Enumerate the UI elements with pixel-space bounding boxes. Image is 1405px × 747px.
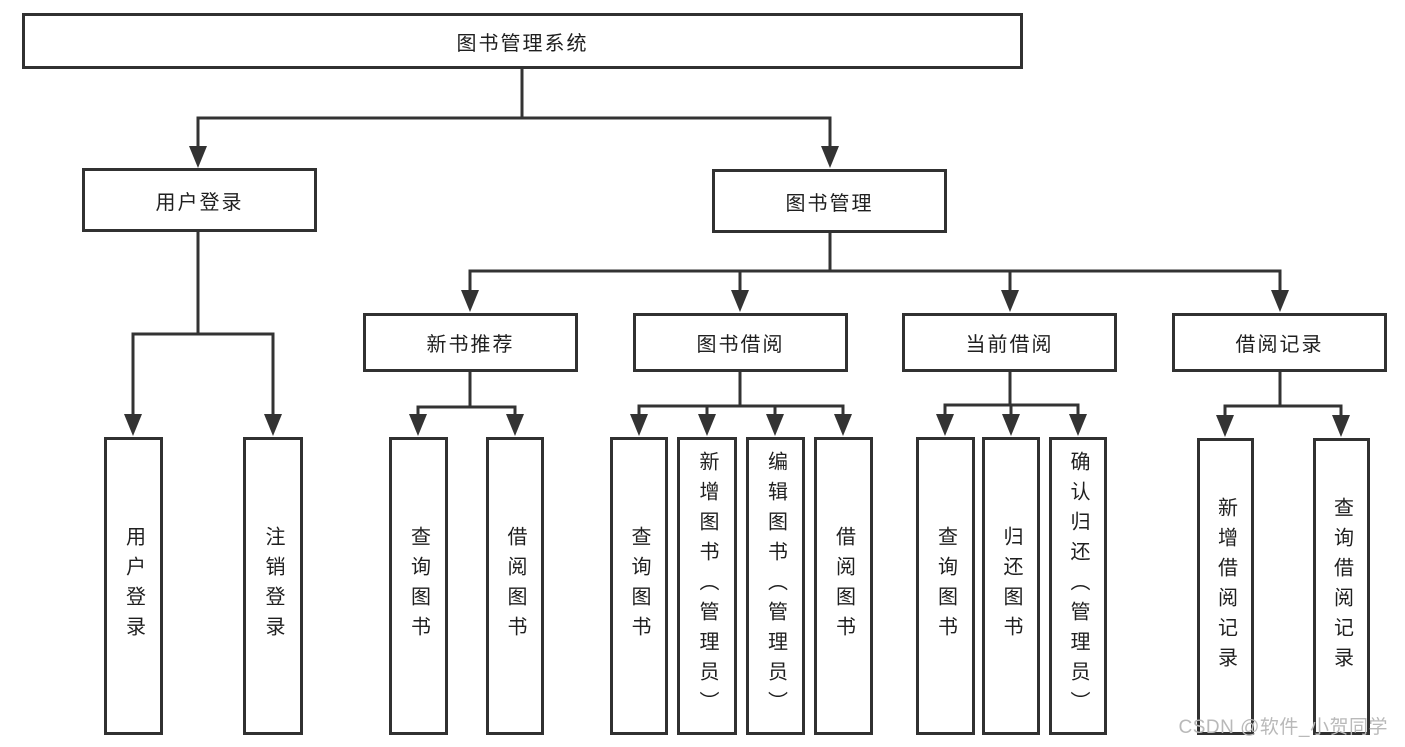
connector-root-to-level2 xyxy=(189,68,839,168)
connector-new-book-group xyxy=(409,372,524,436)
node-new-book-recommend: 新书推荐 xyxy=(363,313,578,372)
leaf-cb-query-book: 查询图书 xyxy=(916,437,975,735)
leaf-cb-return-book: 归还图书 xyxy=(982,437,1040,735)
node-user-login: 用户登录 xyxy=(82,168,317,232)
leaf-bb-add-book-admin: 新增图书（管理员） xyxy=(677,437,737,735)
leaf-cb-confirm-return-admin: 确认归还（管理员） xyxy=(1049,437,1107,735)
node-book-borrow: 图书借阅 xyxy=(633,313,848,372)
node-book-management: 图书管理 xyxy=(712,169,947,233)
leaf-nb-query-book: 查询图书 xyxy=(389,437,448,735)
csdn-watermark: CSDN @软件_小贺同学 xyxy=(1178,717,1388,738)
connector-book-borrow-group xyxy=(630,372,852,436)
connector-user-login-group xyxy=(124,232,282,436)
leaf-logout: 注销登录 xyxy=(243,437,303,735)
connector-book-mgmt-to-level3 xyxy=(461,233,1289,312)
leaf-bb-borrow-book: 借阅图书 xyxy=(814,437,873,735)
leaf-bb-query-book: 查询图书 xyxy=(610,437,668,735)
connector-borrow-record-group xyxy=(1216,372,1350,437)
node-borrow-record: 借阅记录 xyxy=(1172,313,1387,372)
leaf-br-query-record: 查询借阅记录 xyxy=(1313,438,1370,735)
leaf-bb-edit-book-admin: 编辑图书（管理员） xyxy=(746,437,805,735)
leaf-br-add-record: 新增借阅记录 xyxy=(1197,438,1254,735)
leaf-nb-borrow-book: 借阅图书 xyxy=(486,437,544,735)
node-current-borrow: 当前借阅 xyxy=(902,313,1117,372)
connector-current-borrow-group xyxy=(936,372,1087,436)
leaf-user-login: 用户登录 xyxy=(104,437,163,735)
node-root-system: 图书管理系统 xyxy=(22,13,1023,69)
